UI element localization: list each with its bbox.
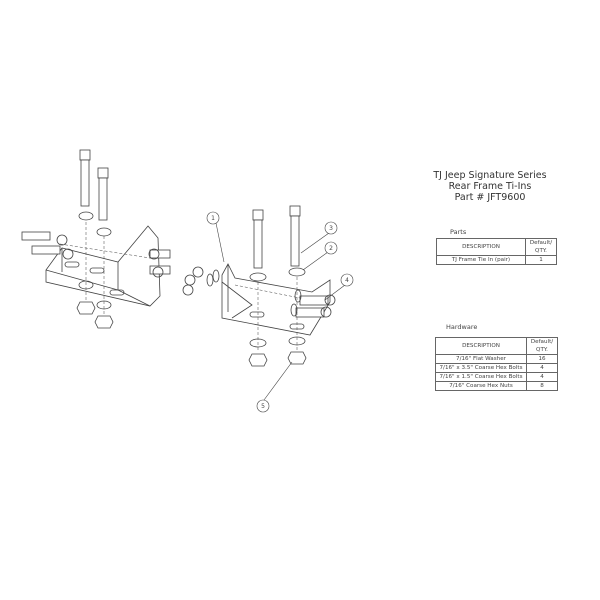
cell-qty: 1 <box>525 255 557 265</box>
long-bolt <box>252 209 264 269</box>
svg-text:3: 3 <box>329 225 333 232</box>
callout-2: 2 <box>324 241 338 255</box>
long-bolt <box>289 205 301 267</box>
slot <box>249 311 265 318</box>
cell-description: 7/16" Coarse Hex Nuts <box>435 381 527 391</box>
parts-table: DESCRIPTION Default/ QTY. TJ Frame Tie I… <box>436 238 557 265</box>
svg-text:4: 4 <box>345 277 349 284</box>
table-header: DESCRIPTION Default/ QTY. <box>435 337 558 355</box>
title-line-2: Rear Frame Ti-Ins <box>448 181 532 192</box>
description-header: DESCRIPTION <box>435 337 527 355</box>
right-assembly <box>182 205 336 367</box>
slot <box>64 261 80 268</box>
table-row: TJ Frame Tie In (pair) 1 <box>436 255 557 265</box>
hex-nut <box>287 351 307 365</box>
callout-4: 4 <box>340 273 354 287</box>
parts-caption: Parts <box>450 228 467 236</box>
slot <box>89 267 105 274</box>
svg-text:5: 5 <box>261 403 265 410</box>
washer <box>96 227 112 237</box>
washer <box>288 267 306 277</box>
svg-text:2: 2 <box>329 245 333 252</box>
cell-qty: 4 <box>526 372 558 382</box>
long-bolt <box>97 167 109 221</box>
cell-qty: 16 <box>526 354 558 364</box>
slot <box>109 289 125 296</box>
long-bolt <box>79 149 91 207</box>
svg-text:1: 1 <box>211 215 215 222</box>
callouts: 1 2 3 4 5 <box>206 211 354 413</box>
hex-nut <box>94 315 114 329</box>
title-line-1: TJ Jeep Signature Series <box>433 170 547 181</box>
qty-header: Default/ QTY. <box>526 337 558 355</box>
cell-qty: 4 <box>526 363 558 373</box>
cell-description: 7/16" x 3.5" Coarse Hex Bolts <box>435 363 527 373</box>
callout-5: 5 <box>256 399 270 413</box>
table-header: DESCRIPTION Default/ QTY. <box>436 238 557 256</box>
qty-header: Default/ QTY. <box>525 238 557 256</box>
hex-nut <box>76 301 96 315</box>
cell-qty: 8 <box>526 381 558 391</box>
washer <box>249 272 267 282</box>
bracket <box>45 225 161 307</box>
title-line-3: Part # JFT9600 <box>454 192 526 203</box>
cell-description: 7/16" x 1.5" Coarse Hex Bolts <box>435 372 527 382</box>
description-header: DESCRIPTION <box>436 238 526 256</box>
drawing-title: TJ Jeep Signature Series Rear Frame Ti-I… <box>400 170 580 203</box>
washer <box>78 211 94 221</box>
left-assembly <box>21 149 171 329</box>
hardware-caption: Hardware <box>446 323 478 331</box>
hardware-table: DESCRIPTION Default/ QTY. 7/16" Flat Was… <box>435 337 558 391</box>
short-bolts <box>182 266 336 318</box>
short-bolts <box>21 231 171 278</box>
cell-description: 7/16" Flat Washer <box>435 354 527 364</box>
callout-3: 3 <box>324 221 338 235</box>
cell-description: TJ Frame Tie In (pair) <box>436 255 526 265</box>
hex-nut <box>248 353 268 367</box>
callout-1: 1 <box>206 211 220 225</box>
